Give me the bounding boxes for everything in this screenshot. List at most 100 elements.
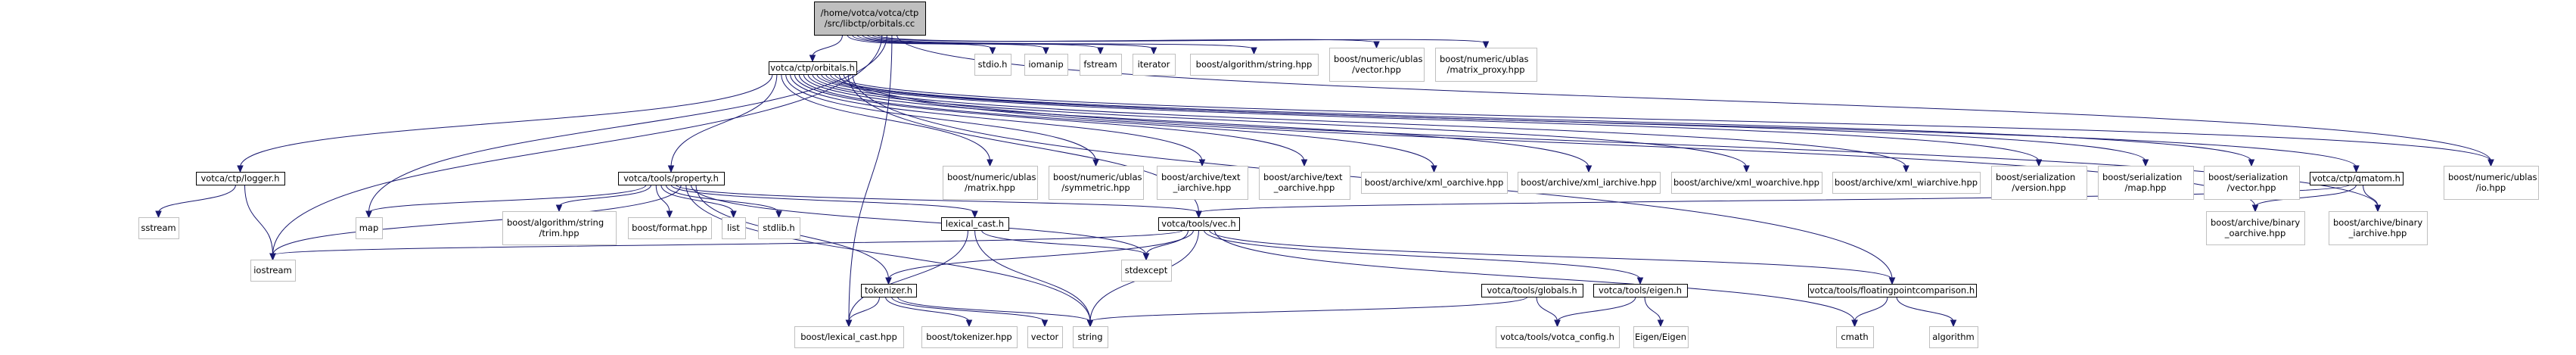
node-archive-xml-wiarchive: boost/archive/xml_wiarchive.hpp — [1832, 172, 1981, 194]
node-box — [1435, 48, 1537, 82]
node-qmatom-h[interactable]: votca/ctp/qmatom.h — [2310, 172, 2404, 185]
node-map: map — [356, 217, 383, 239]
node-box — [974, 54, 1011, 76]
node-property-h[interactable]: votca/tools/property.h — [618, 172, 725, 185]
node-label: boost/tokenizer.hpp — [926, 332, 1011, 342]
arrowhead — [1888, 277, 1896, 285]
edge-lexical-cast-h-to-string — [974, 229, 1091, 322]
edges-layer — [155, 34, 2494, 328]
node-box — [356, 217, 383, 239]
node-stdexcept: stdexcept — [1121, 260, 1172, 282]
node-label: votca/tools/property.h — [623, 173, 719, 184]
edge-property-h-to-iostream — [272, 184, 682, 256]
arrowhead — [809, 54, 816, 63]
node-label: /map.hpp — [2125, 182, 2167, 193]
node-label: /src/libctp/orbitals.cc — [825, 18, 915, 29]
node-box — [2098, 166, 2194, 200]
edge-eigen-h-to-eigen-eigen — [1644, 296, 1661, 322]
node-boost-alg-string: boost/algorithm/string.hpp — [1190, 54, 1319, 76]
node-label: boost/serialization — [2102, 172, 2182, 182]
node-boost-lexical-cast: boost/lexical_cast.hpp — [794, 326, 904, 348]
node-label: boost/lexical_cast.hpp — [800, 332, 897, 342]
node-box — [1190, 54, 1319, 76]
edge-orbitals-h-to-archive-text-iarchive — [790, 73, 1203, 162]
edge-property-h-to-string — [685, 184, 1091, 322]
node-label: votca/tools/floatingpointcomparison.h — [1810, 285, 1975, 296]
edge-vec-h-to-iostream — [272, 229, 1183, 256]
node-label: votca/tools/votca_config.h — [1500, 332, 1614, 342]
node-root[interactable]: /home/votca/votca/ctp/src/libctp/orbital… — [814, 2, 926, 36]
node-label: votca/ctp/orbitals.h — [770, 63, 855, 73]
edge-eigen-h-to-votca-config — [1557, 296, 1636, 322]
node-box — [1361, 172, 1508, 194]
node-vec-h[interactable]: votca/tools/vec.h — [1158, 217, 1240, 231]
node-tokenizer-h[interactable]: tokenizer.h — [861, 284, 917, 297]
node-box — [138, 217, 179, 239]
node-ublas-vector: boost/numeric/ublas/vector.hpp — [1329, 48, 1425, 82]
node-label: boost/archive/xml_wiarchive.hpp — [1835, 177, 1978, 188]
node-label: _oarchive.hpp — [2224, 228, 2286, 238]
node-label: /trim.hpp — [539, 228, 579, 238]
node-globals-h[interactable]: votca/tools/globals.h — [1481, 284, 1583, 297]
arrowhead — [1903, 165, 1909, 173]
edge-root-to-iostream — [272, 34, 883, 256]
edge-globals-h-to-votca-config — [1536, 296, 1558, 322]
edge-root-to-ublas-vector — [872, 34, 1377, 44]
node-lexical-cast-h[interactable]: lexical_cast.h — [941, 217, 1009, 231]
edge-vec-h-to-tokenizer-h — [888, 229, 1194, 280]
node-box — [814, 2, 926, 36]
node-box — [1073, 326, 1108, 348]
node-label: boost/archive/text — [1161, 172, 1241, 182]
node-label: votca/tools/vec.h — [1161, 219, 1235, 229]
node-iomanip: iomanip — [1024, 54, 1068, 76]
node-archive-text-oarchive: boost/archive/text_oarchive.hpp — [1259, 166, 1350, 200]
node-label: stdlib.h — [763, 223, 794, 233]
node-label: fstream — [1083, 59, 1117, 70]
arrowhead — [971, 210, 978, 219]
edge-tokenizer-h-to-boost-tokenizer — [885, 296, 970, 322]
node-label: /io.hpp — [2476, 182, 2506, 193]
node-label: iostream — [253, 265, 292, 276]
edge-orbitals-h-to-archive-text-oarchive — [794, 73, 1305, 162]
node-box — [1133, 54, 1176, 76]
node-box — [1671, 172, 1822, 194]
arrowhead — [1251, 47, 1257, 55]
node-box — [196, 172, 285, 185]
arrowhead — [1554, 319, 1561, 328]
arrowhead — [965, 319, 973, 328]
node-eigen-h[interactable]: votca/tools/eigen.h — [1593, 284, 1688, 297]
node-logger-h[interactable]: votca/ctp/logger.h — [196, 172, 285, 185]
node-orbitals-h[interactable]: votca/ctp/orbitals.h — [769, 61, 857, 75]
node-box — [921, 326, 1018, 348]
edge-property-h-to-map — [368, 184, 647, 213]
node-box — [1049, 166, 1144, 200]
edge-orbitals-h-to-ublas-symmetric — [785, 73, 1096, 162]
node-label: iterator — [1138, 59, 1170, 70]
node-vector: vector — [1027, 326, 1063, 348]
node-archive-xml-woarchive: boost/archive/xml_woarchive.hpp — [1671, 172, 1822, 194]
edge-property-h-to-boost-format — [655, 184, 670, 213]
node-box — [250, 260, 296, 282]
node-label: votca/ctp/logger.h — [200, 173, 279, 184]
node-box — [1259, 166, 1350, 200]
arrowhead — [1431, 165, 1437, 173]
node-fpcompare-h[interactable]: votca/tools/floatingpointcomparison.h — [1808, 284, 1977, 297]
arrowhead — [730, 210, 737, 219]
edge-orbitals-h-to-ublas-matrix — [781, 73, 990, 162]
edge-root-to-stdio-h — [847, 34, 993, 50]
edge-orbitals-h-to-serialization-version — [816, 73, 2040, 162]
edge-property-h-to-alg-string-trim — [558, 184, 652, 207]
node-stdio-h: stdio.h — [974, 54, 1011, 76]
node-label: /matrix_proxy.hpp — [1446, 64, 1524, 75]
node-box — [941, 217, 1009, 231]
edge-qmatom-h-to-archive-binary-oarchive — [2254, 184, 2357, 207]
node-box — [1329, 48, 1425, 82]
node-label: cmath — [1841, 332, 1868, 342]
arrowhead — [237, 165, 244, 173]
edge-orbitals-h-to-archive-xml-iarchive — [803, 73, 1589, 168]
arrowhead — [1657, 319, 1664, 328]
node-iostream: iostream — [250, 260, 296, 282]
node-eigen-eigen: Eigen/Eigen — [1633, 326, 1689, 348]
node-stdlib-h: stdlib.h — [758, 217, 800, 239]
